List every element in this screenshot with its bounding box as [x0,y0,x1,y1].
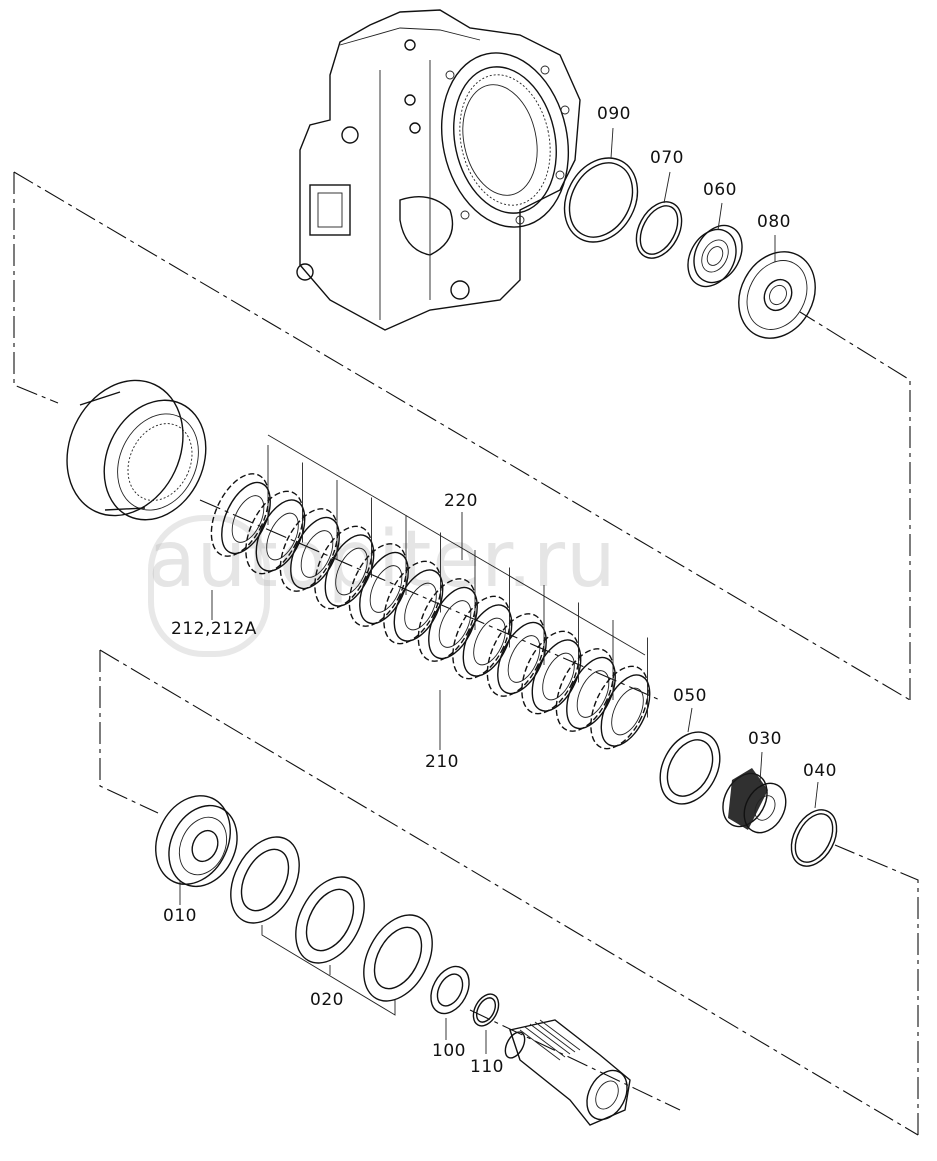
callout-090: 090 [597,104,631,124]
clutch-friction-plate [486,613,547,697]
part-050-thrust-washer [659,707,721,805]
callout-050: 050 [673,686,707,706]
part-030-gear-hub [722,751,787,834]
clutch-steel-plate [590,665,651,750]
clutch-friction-plate [417,578,478,662]
clutch-steel-plate [521,630,582,715]
part-080-seal [738,235,816,339]
clutch-drum [66,379,207,521]
callout-020: 020 [310,990,344,1010]
part-090-snap-ring [563,127,639,243]
part-070-snap-ring [635,171,683,259]
callout-060: 060 [703,180,737,200]
output-shaft [504,1019,631,1126]
part-020-discs [230,836,433,1016]
upper-frame-diagonal-top [13,171,911,701]
callout-210: 210 [425,752,459,772]
callout-040: 040 [803,761,837,781]
upper-frame-line [13,172,59,404]
clutch-friction-plate [555,648,616,732]
part-010-piston [155,795,238,905]
clutch-steel-plate [314,525,375,610]
upper-frame-diagonal-mid [199,499,661,701]
clutch-pack-staff-top [267,434,646,656]
callout-110: 110 [470,1057,504,1077]
clutch-steel-plate [245,490,306,575]
callout-070: 070 [650,148,684,168]
clutch-steel-plate [383,560,444,645]
lower-frame-left [99,650,159,814]
clutch-friction-plate [348,543,409,627]
part-060-bearing [687,202,743,288]
clutch-plate-pack [210,473,651,750]
clutch-friction-plate [279,508,340,592]
lower-frame-diagonal [99,649,919,1136]
callout-080: 080 [757,212,791,232]
transmission-housing [296,9,581,331]
callout-220: 220 [444,491,478,511]
clutch-friction-plate [210,473,271,557]
part-040-snap-ring [790,781,838,867]
lower-frame-right [834,844,919,1135]
callout-100: 100 [432,1041,466,1061]
part-100-seal [430,965,470,1040]
shaft-axis [469,1009,681,1111]
callout-010: 010 [163,906,197,926]
clutch-steel-plate [452,595,513,680]
clutch-pack-staff-lines [211,445,648,750]
callout-212: 212,212A [171,619,257,639]
upper-frame-right [799,311,911,700]
part-110-snap-ring [472,993,500,1054]
callout-030: 030 [748,729,782,749]
